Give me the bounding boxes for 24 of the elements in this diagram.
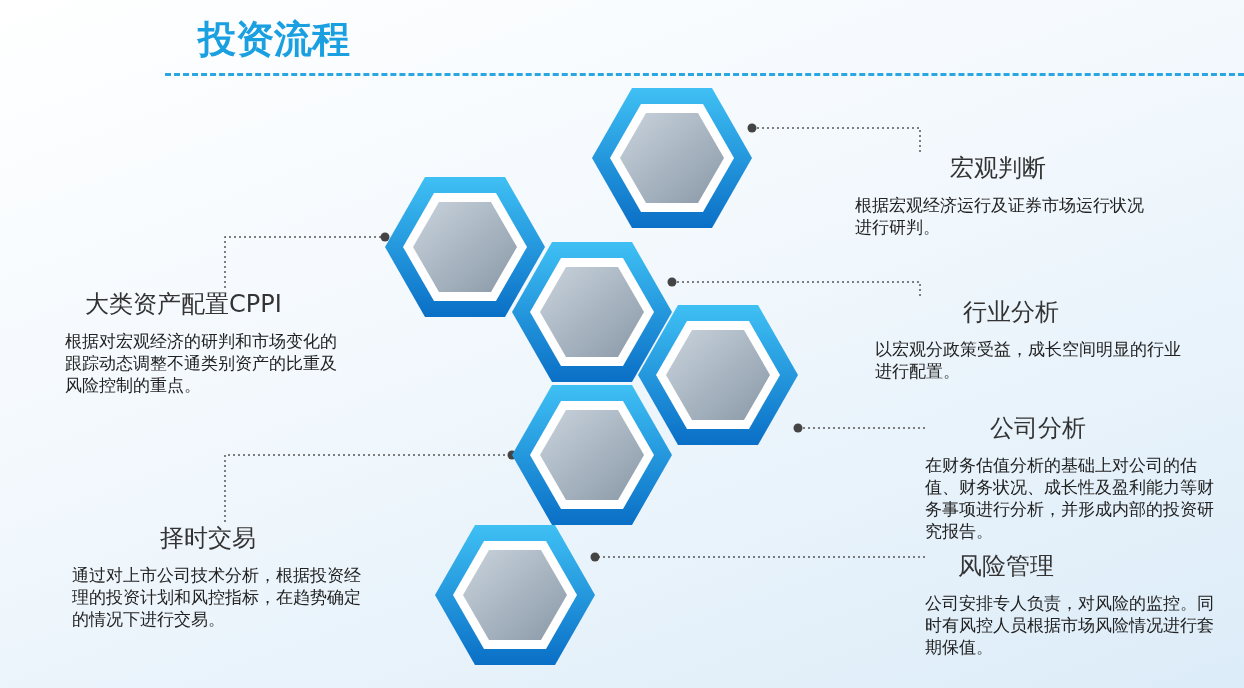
leader-line: [224, 232, 390, 289]
description-text: 公司安排专人负责，对风险的监控。同时有风控人员根据市场风险情况进行套期保值。: [925, 592, 1215, 658]
description-text: 根据宏观经济运行及证券市场运行状况进行研判。: [855, 194, 1145, 238]
section-heading: 大类资产配置CPPI: [85, 289, 282, 320]
description-text: 根据对宏观经济的研判和市场变化的跟踪动态调整不通类别资产的比重及风险控制的重点。: [65, 330, 338, 396]
photo-hexagon: [592, 88, 752, 228]
page-title: 投资流程: [198, 16, 350, 63]
description-text: 以宏观分政策受益，成长空间明显的行业进行配置。: [875, 338, 1182, 382]
photo-hexagon: [638, 305, 798, 445]
description-text: 通过对上市公司技术分析，根据投资经理的投资计划和风控指标，在趋势确定的情况下进行交易。: [72, 564, 362, 630]
section-heading: 宏观判断: [950, 153, 1046, 184]
leader-line: [590, 552, 926, 562]
leader-line: [747, 123, 921, 153]
photo-hexagon: [435, 525, 595, 665]
photo-hexagon: [385, 177, 545, 317]
section-heading: 行业分析: [963, 297, 1059, 328]
leader-line: [793, 423, 926, 433]
description-text: 在财务估值分析的基础上对公司的估值、财务状况、成长性及盈利能力等财务事项进行分析，并形成内部的投资研究报告。: [925, 454, 1215, 542]
photo-hexagon: [512, 385, 672, 525]
section-heading: 公司分析: [990, 413, 1086, 444]
leader-line: [667, 277, 921, 297]
photo-hexagon: [512, 242, 672, 382]
section-heading: 择时交易: [160, 523, 256, 554]
section-heading: 风险管理: [958, 551, 1054, 582]
